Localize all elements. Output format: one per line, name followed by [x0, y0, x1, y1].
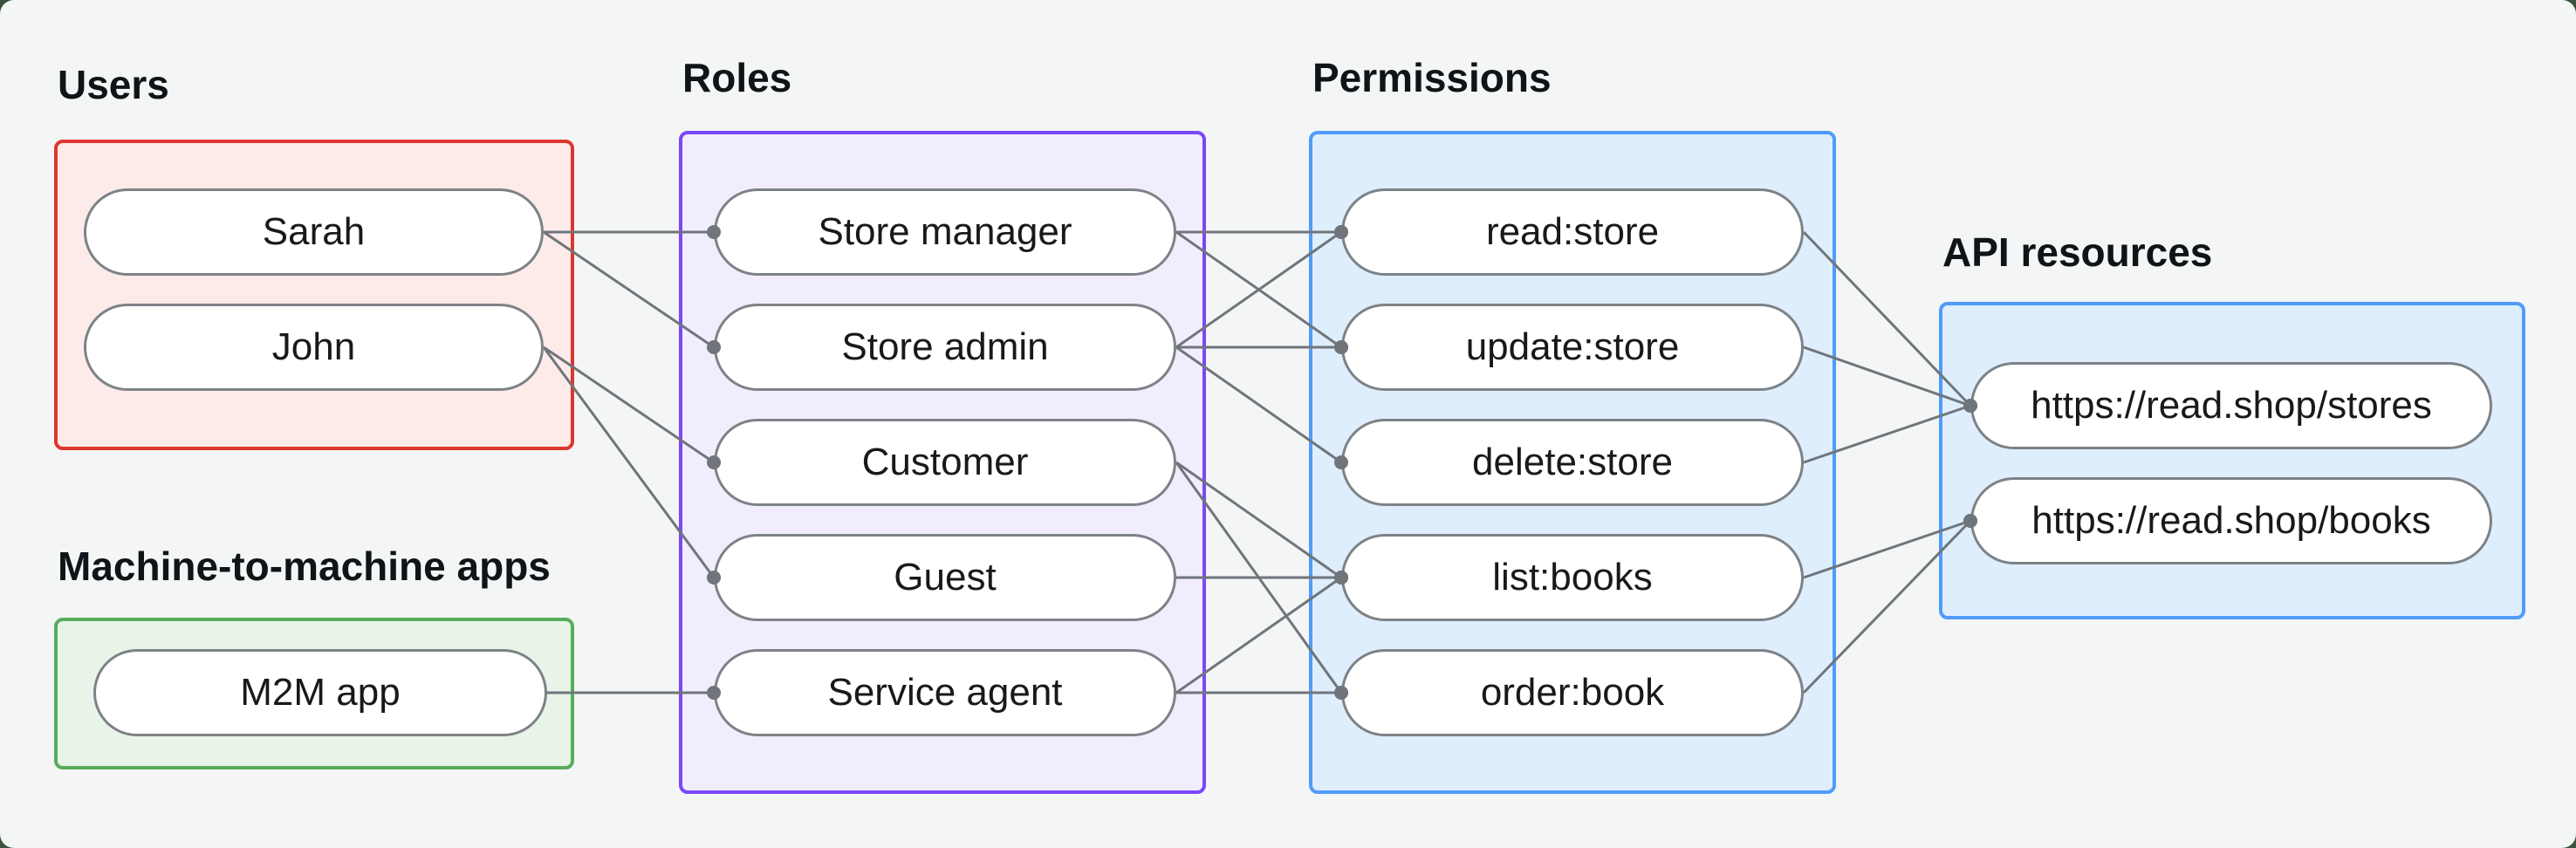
node-store-admin-label: Store admin: [841, 325, 1049, 368]
node-stores-label: https://read.shop/stores: [2031, 384, 2432, 427]
node-store-admin: Store admin: [714, 304, 1176, 391]
group-permissions-label: Permissions: [1312, 55, 1552, 100]
node-service-agent: Service agent: [714, 649, 1176, 736]
group-m2m-label: Machine-to-machine apps: [58, 544, 551, 589]
node-guest: Guest: [714, 534, 1176, 621]
node-m2m-app: M2M app: [93, 649, 547, 736]
group-users-label: Users: [58, 62, 169, 107]
node-list-books: list:books: [1341, 534, 1804, 621]
node-john: John: [84, 304, 544, 391]
node-read-store: read:store: [1341, 188, 1804, 276]
group-roles-label: Roles: [682, 55, 792, 100]
node-read-store-label: read:store: [1485, 210, 1660, 253]
node-m2m-app-label: M2M app: [240, 671, 401, 714]
node-books: https://read.shop/books: [1970, 477, 2492, 564]
group-api-label: API resources: [1942, 229, 2213, 275]
node-service-agent-label: Service agent: [827, 671, 1063, 714]
node-customer: Customer: [714, 419, 1176, 506]
node-john-label: John: [271, 325, 356, 368]
group-users-box: [54, 140, 574, 450]
node-delete-store: delete:store: [1341, 419, 1804, 506]
node-books-label: https://read.shop/books: [2031, 499, 2431, 542]
node-delete-store-label: delete:store: [1472, 441, 1673, 483]
node-store-manager: Store manager: [714, 188, 1176, 276]
node-update-store: update:store: [1341, 304, 1804, 391]
node-order-book: order:book: [1341, 649, 1804, 736]
node-customer-label: Customer: [861, 441, 1029, 483]
node-sarah-label: Sarah: [262, 210, 366, 253]
node-store-manager-label: Store manager: [818, 210, 1072, 253]
node-stores: https://read.shop/stores: [1970, 362, 2492, 449]
node-guest-label: Guest: [894, 556, 997, 598]
node-order-book-label: order:book: [1480, 671, 1665, 714]
group-api-box: [1939, 302, 2525, 619]
node-sarah: Sarah: [84, 188, 544, 276]
node-list-books-label: list:books: [1492, 556, 1653, 598]
node-update-store-label: update:store: [1465, 325, 1680, 368]
